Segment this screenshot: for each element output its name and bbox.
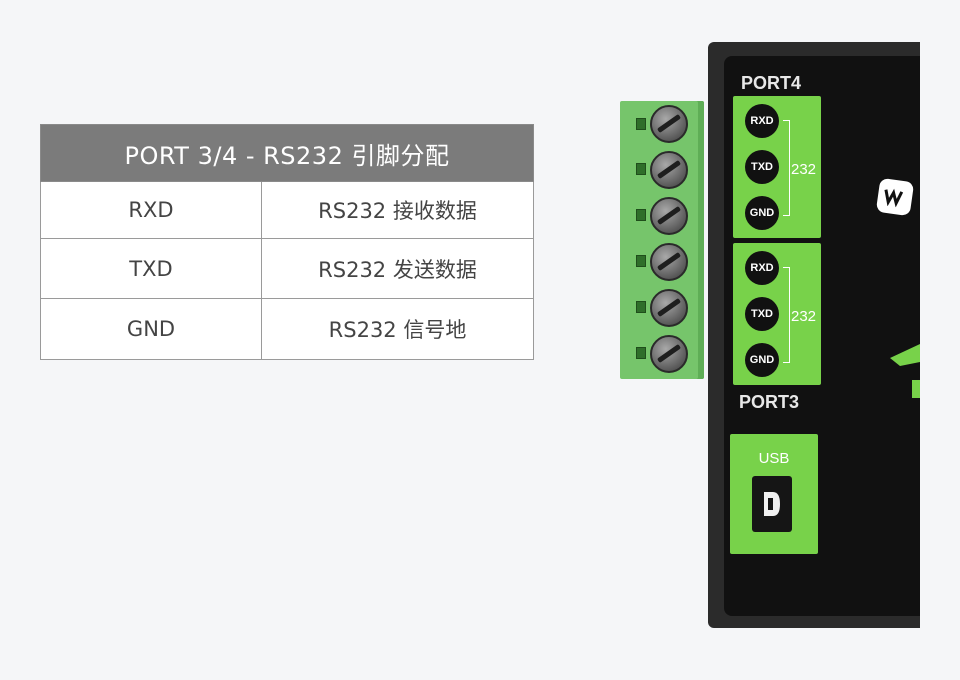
pin-group-bracket [783,267,790,363]
screw-terminal-icon [650,197,688,235]
terminal-slot [636,209,646,221]
usb-block: USB [730,434,818,554]
terminal-slot [636,163,646,175]
terminal-slot [636,347,646,359]
pin-desc-cell: RS232 发送数据 [261,238,534,299]
pin-gnd: GND [745,343,779,377]
bracket-label: 232 [791,161,817,178]
pin-group-bracket [783,120,790,216]
pin-desc-cell: RS232 接收数据 [261,181,534,239]
screw-terminal-block [620,101,704,379]
port4-pin-block: RXD TXD GND 232 [733,96,821,238]
brand-mark-icon [890,340,920,404]
port4-label: PORT4 [741,73,802,93]
pin-txd: TXD [745,150,779,184]
pin-desc-cell: RS232 信号地 [261,298,534,360]
pin-assignment-table: PORT 3/4 - RS232 引脚分配 RXD RS232 接收数据 TXD… [40,124,534,360]
pin-rxd: RXD [745,251,779,285]
screw-terminal-icon [650,243,688,281]
waveshare-logo-icon [875,177,915,217]
pin-gnd: GND [745,196,779,230]
port3-pin-block: RXD TXD GND 232 [733,243,821,385]
pin-name-cell: RXD [40,181,262,239]
table-title: PORT 3/4 - RS232 引脚分配 [40,124,534,182]
screw-terminal-icon [650,335,688,373]
pin-txd: TXD [745,297,779,331]
usb-port-icon [752,476,792,532]
terminal-slot [636,301,646,313]
screw-terminal-icon [650,289,688,327]
terminal-slot [636,255,646,267]
table-row: RXD RS232 接收数据 [40,181,534,239]
screw-terminal-icon [650,105,688,143]
pin-name-cell: TXD [40,238,262,299]
screw-terminal-icon [650,151,688,189]
port3-label: PORT3 [739,392,800,412]
table-row: GND RS232 信号地 [40,298,534,360]
usb-label: USB [758,450,790,467]
pin-rxd: RXD [745,104,779,138]
bracket-label: 232 [791,308,817,325]
table-row: TXD RS232 发送数据 [40,238,534,299]
pin-name-cell: GND [40,298,262,360]
terminal-slot [636,118,646,130]
